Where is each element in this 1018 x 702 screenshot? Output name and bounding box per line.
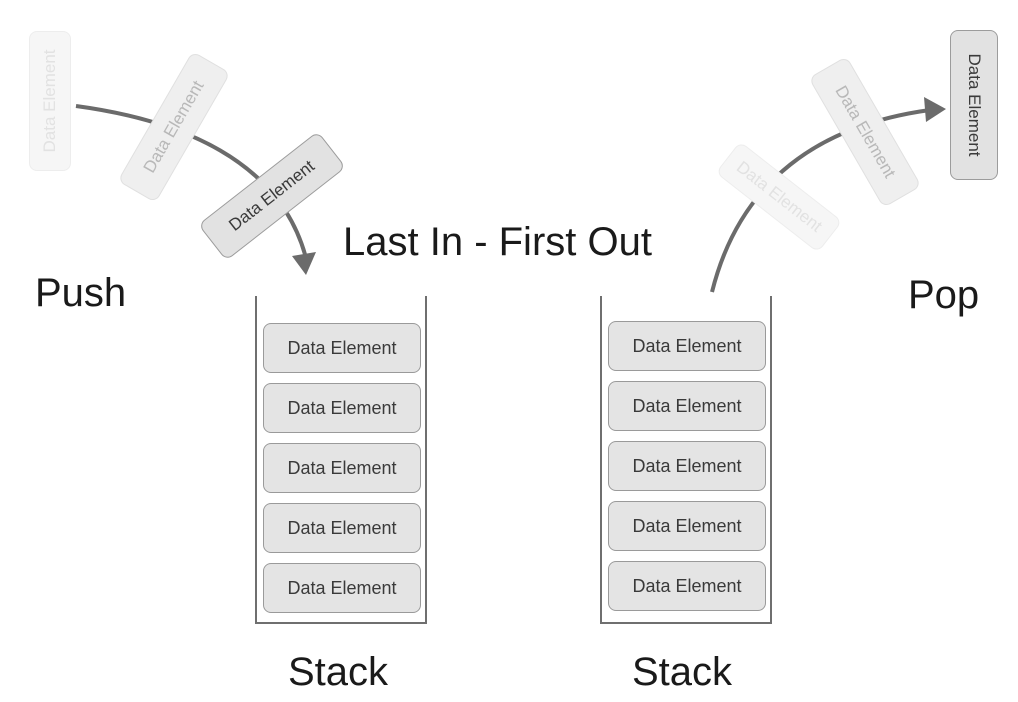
push-ghost-element-2: Data Element bbox=[117, 51, 231, 203]
push-label: Push bbox=[35, 271, 127, 315]
pop-ghost-element-1: Data Element bbox=[715, 141, 843, 253]
pop-ghost-element-2: Data Element bbox=[808, 56, 922, 208]
stack-left-element-3: Data Element bbox=[263, 443, 421, 493]
stack-right-element-3: Data Element bbox=[608, 441, 766, 491]
pop-label: Pop bbox=[908, 273, 980, 317]
stack-caption-right: Stack bbox=[632, 650, 733, 694]
stack-left-element-2: Data Element bbox=[263, 383, 421, 433]
pop-ghost-element-3: Data Element bbox=[950, 30, 998, 180]
pop-arrow bbox=[710, 108, 931, 293]
stack-right: Data Element Data Element Data Element D… bbox=[600, 296, 772, 624]
stack-left-element-1: Data Element bbox=[263, 323, 421, 373]
stack-caption-left: Stack bbox=[288, 650, 389, 694]
push-arrowhead bbox=[292, 252, 316, 275]
stack-left-element-4: Data Element bbox=[263, 503, 421, 553]
push-ghost-element-1: Data Element bbox=[29, 31, 71, 171]
push-ghost-element-3: Data Element bbox=[197, 131, 347, 261]
stack-left-element-5: Data Element bbox=[263, 563, 421, 613]
diagram-title: Last In - First Out bbox=[343, 220, 652, 264]
pop-arrowhead bbox=[924, 97, 946, 122]
stack-right-element-5: Data Element bbox=[608, 561, 766, 611]
stack-right-element-4: Data Element bbox=[608, 501, 766, 551]
stack-right-element-1: Data Element bbox=[608, 321, 766, 371]
stack-left: Data Element Data Element Data Element D… bbox=[255, 296, 427, 624]
stack-right-element-2: Data Element bbox=[608, 381, 766, 431]
